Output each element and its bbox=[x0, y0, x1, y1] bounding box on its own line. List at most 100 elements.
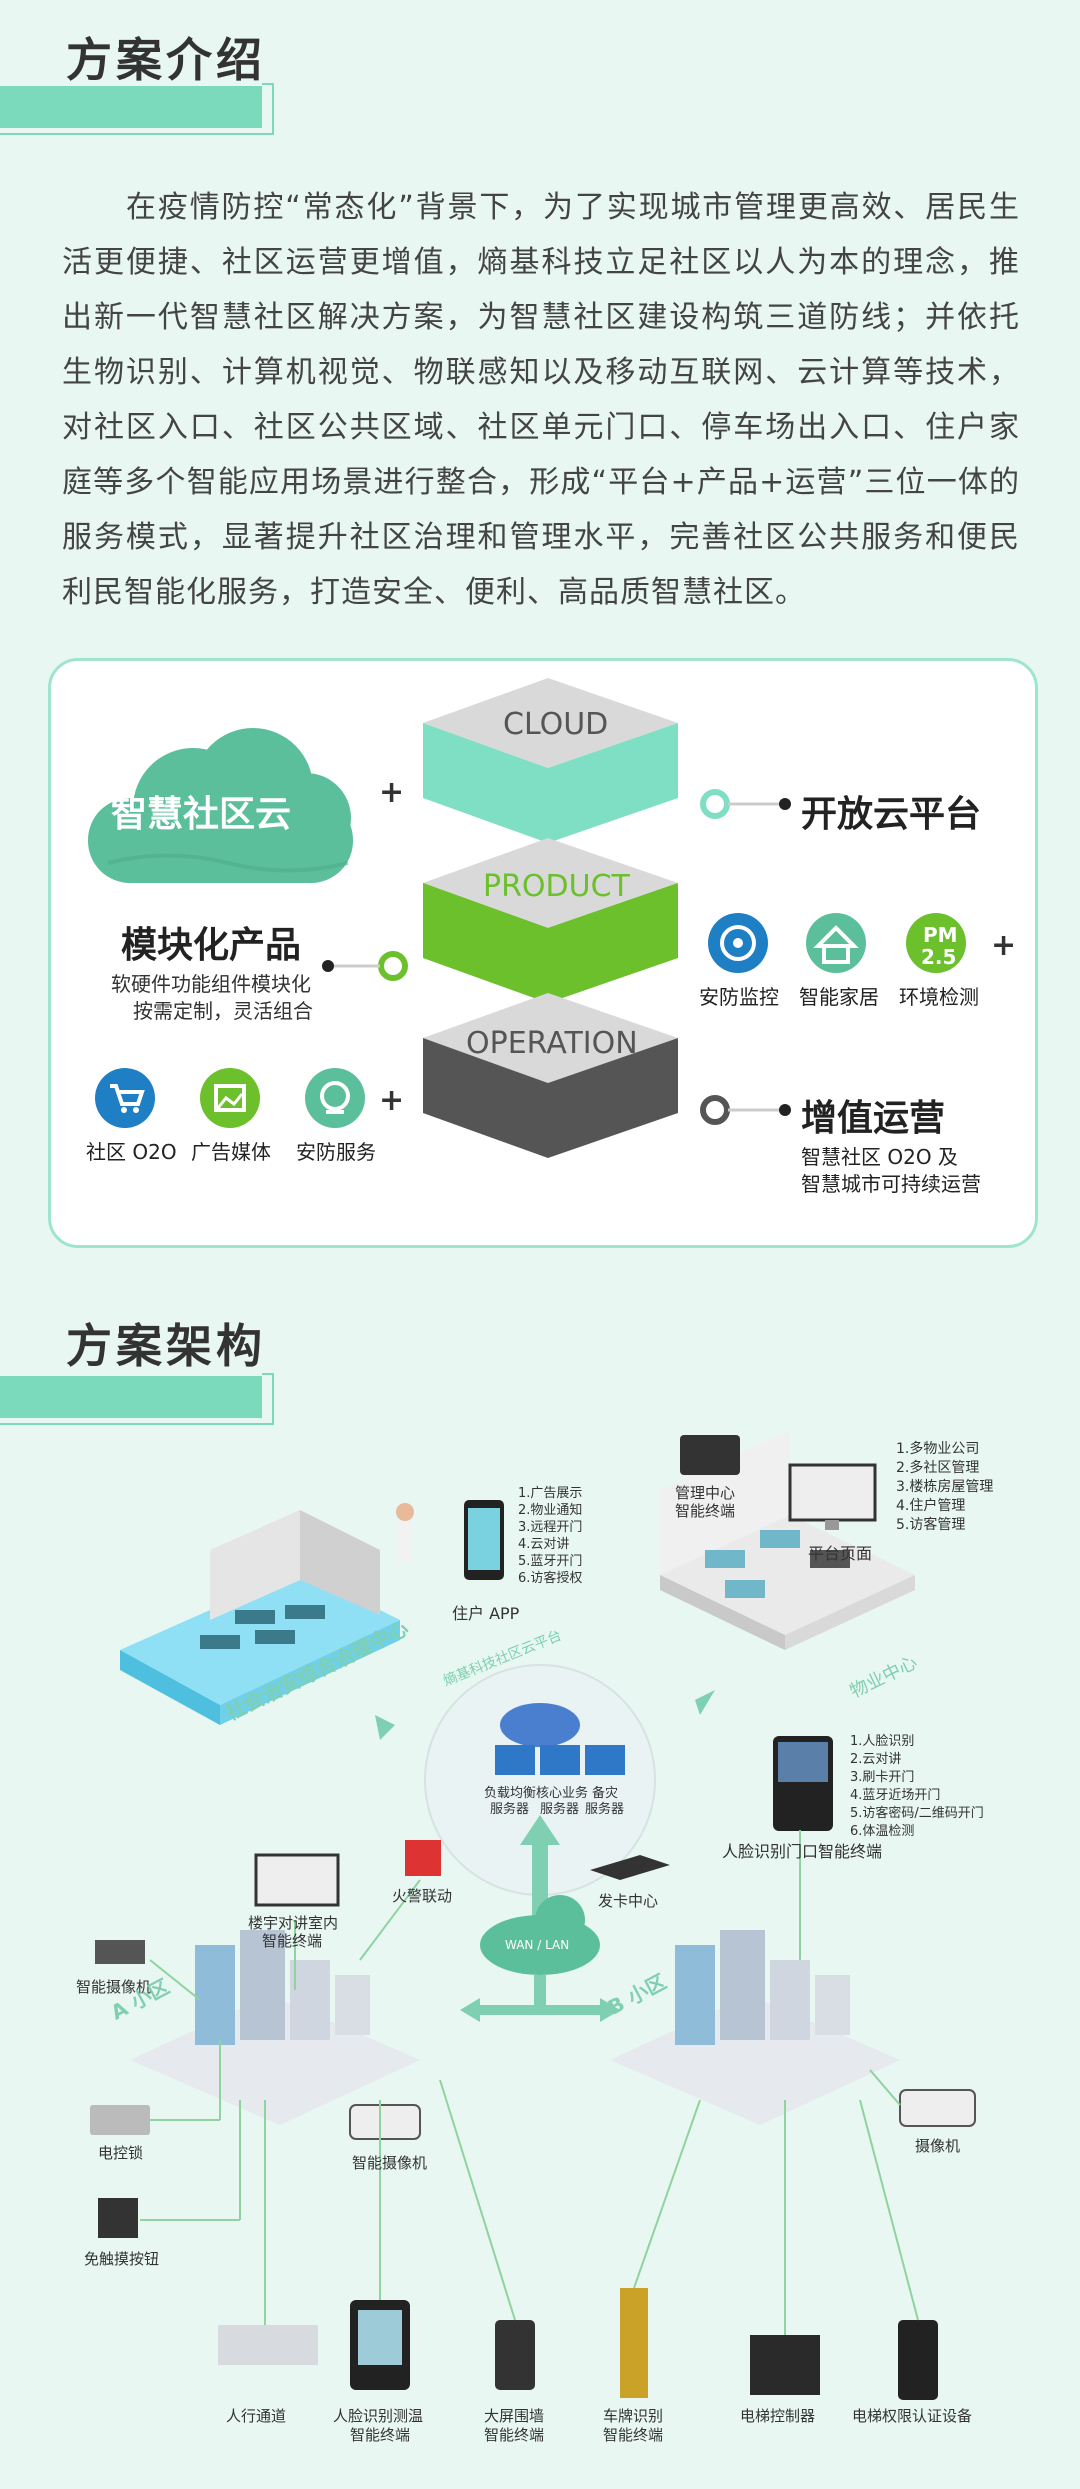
lock-icon bbox=[90, 2105, 150, 2135]
product-layer bbox=[423, 838, 678, 1003]
value-subtitle-2: 智慧城市可持续运营 bbox=[801, 1172, 981, 1196]
camera-label: 智能摄像机 bbox=[76, 1978, 152, 1996]
connection-lines bbox=[140, 1830, 919, 2335]
arrow-left-icon bbox=[375, 1715, 395, 1740]
layer-cloud-label: CLOUD bbox=[503, 707, 609, 742]
pm-text-2: 2.5 bbox=[921, 945, 957, 969]
camera-icon bbox=[349, 2104, 421, 2140]
platform-feature-item: 4.住户管理 bbox=[896, 1498, 966, 1514]
operation-icon-label: 社区 O2O bbox=[86, 1140, 177, 1164]
layer-product-label: PRODUCT bbox=[483, 869, 630, 904]
module-subtitle-1: 软硬件功能组件模块化 bbox=[111, 972, 311, 996]
security-service-icon bbox=[305, 1068, 365, 1128]
app-feature-item: 6.访客授权 bbox=[518, 1571, 583, 1586]
title-underline-tick bbox=[272, 83, 274, 133]
bottom-device-label: 车牌识别 bbox=[603, 2407, 664, 2425]
bottom-device-label: 大屏围墙 bbox=[484, 2407, 545, 2425]
platform-feature-item: 2.多社区管理 bbox=[896, 1460, 980, 1476]
title-underline-line bbox=[0, 133, 274, 135]
server-icon bbox=[540, 1745, 580, 1775]
elevator-controller-icon bbox=[750, 2335, 820, 2395]
platform-feature-item: 3.楼栋房屋管理 bbox=[896, 1479, 994, 1495]
camera-label: 智能摄像机 bbox=[352, 2154, 428, 2172]
smart-home-icon bbox=[806, 913, 866, 973]
camera-icon bbox=[899, 2089, 976, 2127]
face-feature-item: 1.人脸识别 bbox=[850, 1734, 915, 1749]
plate-recognition-icon bbox=[620, 2288, 648, 2398]
title-underline-line bbox=[262, 83, 274, 85]
zone-b-illustration bbox=[610, 1930, 900, 2125]
title-underline-tick bbox=[272, 1373, 274, 1423]
up-arrow-icon bbox=[532, 1840, 548, 1920]
o2o-cart-icon bbox=[95, 1068, 155, 1128]
management-terminal-icon bbox=[680, 1435, 740, 1475]
security-monitor-icon bbox=[708, 913, 768, 973]
platform-monitor-icon bbox=[788, 1463, 877, 1522]
module-subtitle-2: 按需定制，灵活组合 bbox=[133, 999, 313, 1023]
bottom-device-label: 智能终端 bbox=[350, 2426, 411, 2444]
cloud-layer bbox=[423, 678, 678, 843]
face-feature-item: 3.刷卡开门 bbox=[850, 1770, 915, 1785]
module-title: 模块化产品 bbox=[121, 925, 302, 966]
fire-alarm-label: 火警联动 bbox=[392, 1887, 453, 1905]
plus-sign: + bbox=[379, 775, 405, 810]
app-feature-item: 4.云对讲 bbox=[518, 1537, 570, 1552]
operation-icon-label: 安防服务 bbox=[296, 1140, 376, 1164]
platform-feature-item: 1.多物业公司 bbox=[896, 1441, 980, 1457]
app-feature-item: 3.远程开门 bbox=[518, 1520, 583, 1535]
platform-feature-item: 5.访客管理 bbox=[896, 1517, 966, 1533]
bottom-device-label: 电梯权限认证设备 bbox=[852, 2407, 973, 2425]
camera-label: 摄像机 bbox=[915, 2137, 961, 2155]
architecture-diagram: 1.广告展示 2.物业通知 3.远程开门 4.云对讲 5.蓝牙开门 6.访客授权… bbox=[0, 1400, 1080, 2489]
app-feature-item: 1.广告展示 bbox=[518, 1486, 583, 1501]
server-icon bbox=[495, 1745, 535, 1775]
lock-label: 电控锁 bbox=[98, 2144, 144, 2162]
arrow-right-icon bbox=[695, 1690, 715, 1715]
cloud-label: 智慧社区云 bbox=[111, 794, 292, 835]
operation-icon-label: 广告媒体 bbox=[191, 1140, 271, 1164]
bottom-device-label: 智能终端 bbox=[484, 2426, 545, 2444]
layer-operation-label: OPERATION bbox=[466, 1026, 638, 1061]
wall-screen-icon bbox=[495, 2320, 535, 2390]
fire-alarm-icon bbox=[405, 1840, 441, 1876]
value-title: 增值运营 bbox=[801, 1098, 946, 1139]
title-underline-bar bbox=[0, 1376, 262, 1418]
face-feature-item: 5.访客密码/二维码开门 bbox=[850, 1806, 984, 1821]
wan-label: WAN / LAN bbox=[505, 1938, 570, 1952]
camera-icon bbox=[95, 1940, 145, 1964]
bottom-device-label: 人脸识别测温 bbox=[333, 2407, 424, 2425]
app-feature-item: 2.物业通知 bbox=[518, 1503, 583, 1518]
property-center-illustration bbox=[660, 1430, 915, 1650]
product-icon-label: 智能家居 bbox=[799, 985, 879, 1009]
touchless-button-label: 免触摸按钮 bbox=[84, 2250, 160, 2268]
person-icon bbox=[396, 1503, 414, 1521]
plus-sign: + bbox=[379, 1083, 405, 1118]
intro-text: 在疫情防控“常态化”背景下，为了实现城市管理更高效、居民生活更便捷、社区运营更增… bbox=[62, 190, 1020, 610]
title-underline-line bbox=[0, 1423, 274, 1425]
product-icon-label: 环境检测 bbox=[899, 985, 979, 1009]
intro-paragraph: 在疫情防控“常态化”背景下，为了实现城市管理更高效、居民生活更便捷、社区运营更增… bbox=[62, 180, 1020, 620]
model-card: 智慧社区云 + CLOUD PRODUCT OPERATION 开放云平台 模块… bbox=[48, 658, 1038, 1248]
section-title-intro: 方案介绍 bbox=[66, 33, 266, 87]
server-label: 服务器 bbox=[585, 1802, 625, 1817]
elevator-auth-icon bbox=[898, 2320, 938, 2400]
face-feature-item: 2.云对讲 bbox=[850, 1752, 902, 1767]
pm-text-1: PM bbox=[923, 923, 958, 947]
title-underline-bar bbox=[0, 86, 262, 128]
bottom-device-label: 电梯控制器 bbox=[740, 2407, 816, 2425]
app-label: 住户 APP bbox=[452, 1604, 520, 1623]
section-title-architecture: 方案架构 bbox=[66, 1319, 266, 1373]
value-subtitle-1: 智慧社区 O2O 及 bbox=[801, 1145, 958, 1169]
cloud-platform-icon bbox=[500, 1703, 580, 1747]
intercom-label: 楼宇对讲室内 bbox=[248, 1914, 339, 1932]
intercom-icon bbox=[254, 1853, 340, 1907]
face-terminal-label: 人脸识别门口智能终端 bbox=[722, 1842, 883, 1861]
touchless-button-icon bbox=[98, 2198, 138, 2238]
zone-a-illustration bbox=[130, 1930, 420, 2125]
face-feature-item: 4.蓝牙近场开门 bbox=[850, 1788, 941, 1803]
ad-media-icon bbox=[200, 1068, 260, 1128]
server-label: 服务器 bbox=[490, 1802, 530, 1817]
model-diagram bbox=[88, 678, 966, 1158]
server-label: 服务器 bbox=[540, 1802, 580, 1817]
server-icon bbox=[585, 1745, 625, 1775]
